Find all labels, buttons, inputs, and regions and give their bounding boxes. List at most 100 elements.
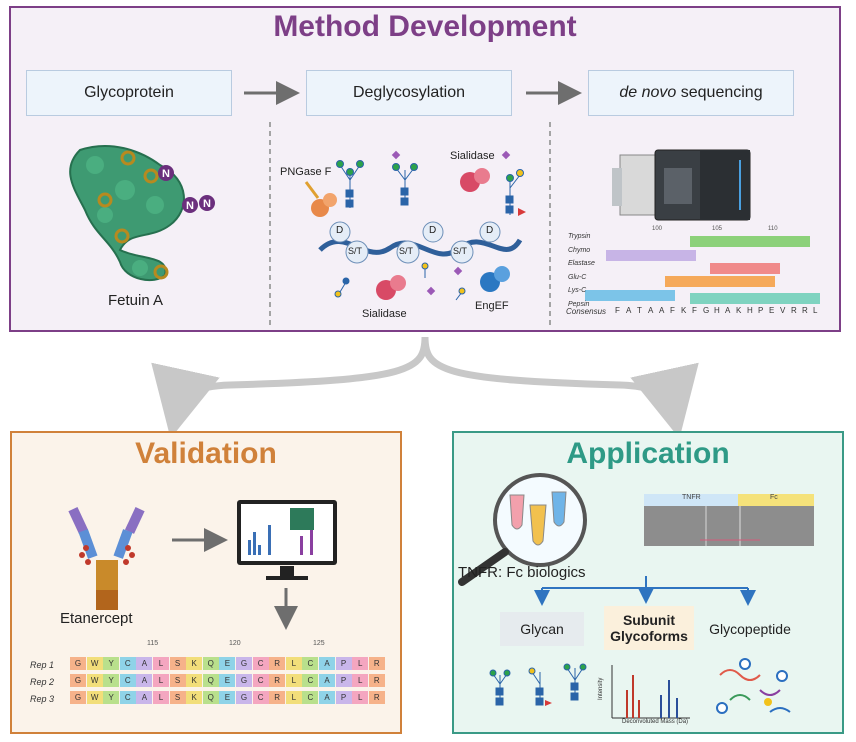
val-tick-120: 120 (229, 640, 241, 647)
step-deglycosylation: Deglycosylation (306, 70, 512, 116)
sequence-cell: Y (103, 691, 120, 704)
ladder-row-gluc (665, 276, 775, 287)
ladder-labels: Trypsin Chymo Elastase Glu-C Lys-C Pepsi… (568, 230, 595, 311)
engef-enzyme-icon (480, 266, 510, 292)
sequence-cell: A (319, 674, 335, 687)
rep-label-3: Rep 3 (30, 694, 55, 704)
sequence-cell: A (319, 691, 335, 704)
method-title: Method Development (273, 10, 577, 43)
sequence-cell: R (368, 657, 385, 670)
step-glycoprotein-label: Glycoprotein (84, 84, 174, 101)
site-d-2 (422, 221, 444, 243)
glycan-tree-3-icon (505, 169, 526, 216)
sequence-cell: C (252, 674, 269, 687)
consensus-residue: H (747, 306, 753, 315)
sequence-cell: C (302, 657, 319, 670)
site-st-label-3: S/T (453, 246, 468, 256)
ladder-row-pepsin (690, 293, 820, 304)
consensus-residue: R (802, 306, 808, 315)
sequence-cell: R (368, 691, 385, 704)
fetuin-label: Fetuin A (108, 292, 164, 309)
released-glycan-icons (334, 262, 466, 301)
consensus-residue: K (736, 306, 742, 315)
sequence-cell: G (236, 674, 252, 687)
sequence-cell: C (302, 691, 319, 704)
deconvoluted-spectrum-plot (611, 665, 690, 719)
sequence-cell: K (186, 674, 203, 687)
rep-label-2: Rep 2 (30, 677, 55, 687)
site-d-1 (329, 221, 351, 243)
sequence-cell: Y (103, 674, 120, 687)
ladder-label: Pepsin (568, 300, 590, 308)
sequence-cell: C (252, 691, 269, 704)
sequence-cell: L (285, 691, 302, 704)
sequence-cell: C (119, 674, 136, 687)
sequence-cell: C (119, 657, 136, 670)
sequence-cell: W (86, 657, 103, 670)
site-st-3 (450, 240, 474, 264)
sequence-cell: S (169, 674, 186, 687)
validation-title: Validation (135, 437, 277, 470)
ladder-row-chymo (606, 250, 696, 261)
sequence-cell: C (302, 674, 319, 687)
site-d-label-2: D (429, 225, 437, 236)
ladder-row-elastase (710, 263, 780, 274)
sequence-cell: L (285, 674, 302, 687)
mass-spectrometer-icon (612, 149, 751, 221)
glycan-tree-1-icon (336, 160, 364, 208)
sequence-cell: C (252, 657, 269, 670)
magnifier-vials-icon (458, 473, 587, 586)
sequence-cell: G (70, 657, 86, 670)
consensus-residue: L (813, 306, 818, 315)
step-deglycosylation-label: Deglycosylation (352, 84, 466, 101)
step-denovo: de novo sequencing (588, 70, 794, 116)
val-tick-125: 125 (313, 640, 325, 647)
glycan-label: Glycan (520, 621, 564, 637)
consensus-residue: H (714, 306, 720, 315)
sequence-cell: L (352, 691, 369, 704)
tnfr-domain-label: TNFR (682, 494, 701, 501)
peptide-ladder (585, 236, 820, 304)
subunit-label-1: Subunit (622, 612, 676, 628)
consensus-residue: V (780, 306, 786, 315)
sequence-cell: L (352, 674, 369, 687)
fc-domain-label: Fc (770, 494, 778, 501)
consensus-residue: A (626, 306, 632, 315)
step-glycoprotein: Glycoprotein (26, 70, 232, 116)
etanercept-antibody-icon (68, 507, 145, 610)
sialidase-top-label: Sialidase (450, 150, 495, 162)
sequence-cell: L (153, 657, 169, 670)
sequence-cell: P (335, 691, 352, 704)
sequence-cell: R (269, 691, 286, 704)
sequence-cell: L (285, 657, 302, 670)
site-st-1 (345, 240, 369, 264)
sequence-cell: S (169, 691, 186, 704)
sequence-cell: C (119, 691, 136, 704)
ladder-label: Elastase (568, 260, 595, 267)
consensus-residue: P (758, 306, 764, 315)
ladder-label: Glu-C (568, 273, 587, 281)
ladder-tick-100: 100 (652, 226, 663, 232)
sequence-cell: A (319, 657, 335, 670)
sequence-cell: G (70, 691, 86, 704)
sequence-cell: Q (202, 674, 219, 687)
ladder-tick-110: 110 (768, 226, 778, 232)
ladder-label: Lys-C (568, 287, 587, 294)
site-d-label-3: D (486, 225, 494, 236)
sialidase-bottom-label: Sialidase (362, 308, 407, 320)
fetuin-protein-icon (69, 144, 215, 282)
spectrum-xlabel: Deconvoluted Mass (Da) (622, 719, 689, 725)
sequence-cell: Q (202, 691, 219, 704)
sequence-cell: A (136, 657, 153, 670)
sequence-cell: K (186, 657, 203, 670)
sequence-cell: A (136, 674, 153, 687)
site-st-label-2: S/T (399, 246, 414, 256)
spectrum-ylabel: Intensity (598, 677, 604, 700)
sequence-cell: G (236, 657, 252, 670)
consensus-residue: A (659, 306, 665, 315)
